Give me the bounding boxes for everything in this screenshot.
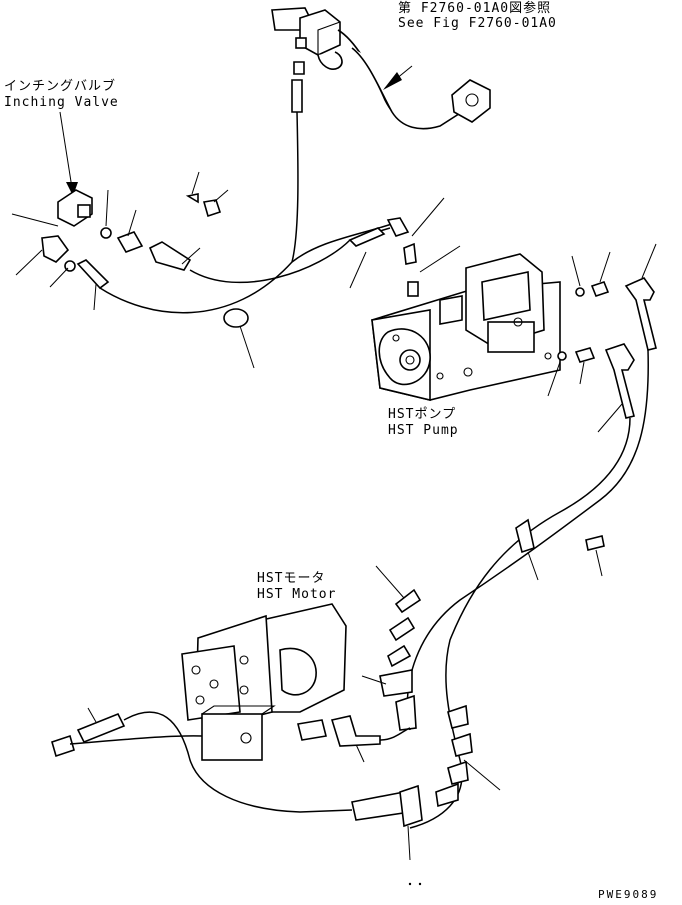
spiral-protector-lower: [351, 704, 473, 828]
hst-pump-label-jp: HSTポンプ: [388, 407, 457, 422]
hst-motor-label-jp: HSTモータ: [257, 571, 326, 586]
motor-hose-sleeve: [76, 712, 126, 744]
hose-protector-a: [348, 227, 386, 247]
spiral-protector-upper: [379, 588, 422, 731]
motor-link-hose: [379, 727, 411, 741]
hst-pump: [371, 253, 561, 402]
hst-pump-label-en: HST Pump: [388, 423, 459, 438]
inching-hose-a: [99, 221, 399, 314]
motor-drain-hose: [69, 735, 203, 745]
main-hose-a: [406, 349, 649, 731]
reference-arrow: [383, 72, 402, 90]
hose-clamp-left: [223, 308, 249, 328]
motor-fitting-c: [51, 734, 75, 758]
pump-fitting-top: [403, 242, 417, 265]
inching-hose-b: [189, 227, 391, 284]
main-hose-b: [409, 417, 631, 829]
hst-motor: [181, 603, 347, 761]
inching-valve-label-jp: インチングバルブ: [4, 79, 117, 94]
hose-clamp-mid: [515, 518, 535, 554]
hst-motor-label-en: HST Motor: [257, 587, 337, 602]
drawing-number: PWE9089: [598, 888, 659, 901]
reference-label-jp: 第 F2760-01A0図参照: [398, 1, 552, 16]
reference-label-en: See Fig F2760-01A0: [398, 16, 557, 31]
motor-fitting-a: [297, 719, 327, 741]
inching-leaders: [11, 171, 229, 311]
pump-side-fittings: [557, 277, 657, 419]
inching-valve-group: [41, 111, 222, 290]
pilot-hose-upper: [291, 111, 299, 263]
pump-leaders: [547, 243, 657, 433]
upper-pipe-assembly: [271, 7, 491, 130]
motor-main-hose: [123, 711, 353, 813]
inching-valve-label-en: Inching Valve: [4, 95, 119, 110]
motor-fitting-b: [330, 715, 381, 747]
